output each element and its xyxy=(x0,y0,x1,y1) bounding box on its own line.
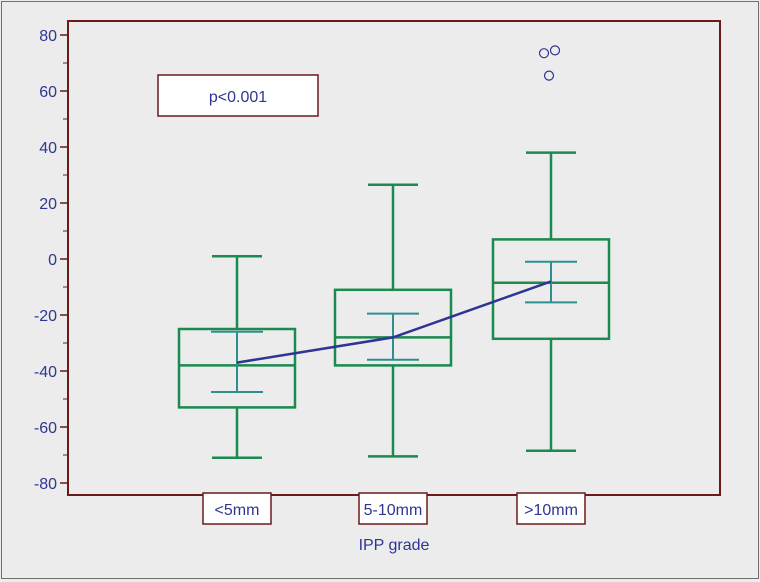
outlier-point xyxy=(549,45,561,56)
box-iqr xyxy=(177,327,297,409)
y-tick-label: 20 xyxy=(39,196,57,213)
x-tick-label: <5mm xyxy=(215,502,260,519)
x-label-box xyxy=(516,492,586,525)
x-label-box xyxy=(358,492,428,525)
p-value-box xyxy=(157,74,319,117)
y-tick-label: -40 xyxy=(34,364,57,381)
box-iqr xyxy=(333,288,453,367)
x-axis-title: IPP grade xyxy=(359,537,430,554)
x-tick-label: 5-10mm xyxy=(364,502,423,519)
box-iqr xyxy=(491,238,611,341)
y-tick-label: 40 xyxy=(39,140,57,157)
outlier-point xyxy=(538,48,550,59)
p-value-label: p<0.001 xyxy=(209,89,267,106)
y-tick-label: -80 xyxy=(34,476,57,493)
x-tick-label: >10mm xyxy=(524,502,578,519)
x-label-box xyxy=(202,492,272,525)
y-axis: 80 60 40 20 0 -20 -40 -60 -80 xyxy=(34,28,68,493)
y-tick-label: -60 xyxy=(34,420,57,437)
y-tick-label: 0 xyxy=(48,252,57,269)
y-tick-label: 60 xyxy=(39,84,57,101)
boxes-layer xyxy=(177,45,611,460)
box-group xyxy=(491,45,611,453)
y-tick-label: -20 xyxy=(34,308,57,325)
mean-trend-line xyxy=(236,280,552,364)
outlier-point xyxy=(543,70,555,81)
annotation-layer: p<0.001 xyxy=(157,74,319,117)
y-tick-label: 80 xyxy=(39,28,57,45)
box-group xyxy=(333,183,453,458)
